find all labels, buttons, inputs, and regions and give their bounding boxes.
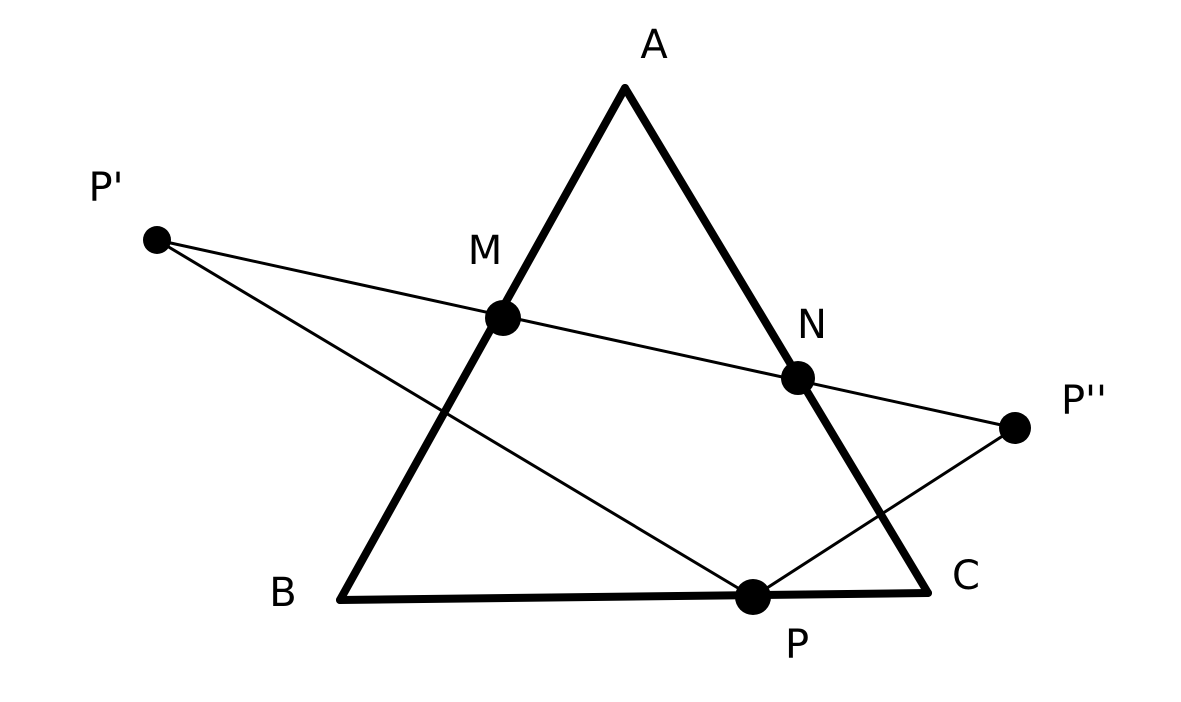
label-p-double-prime: P'' [1061,378,1107,424]
label-p: P [785,622,809,668]
triangle-side-ab [336,84,629,604]
label-c: C [952,553,980,599]
label-m: M [468,228,503,274]
point-marker-n[interactable] [781,361,815,395]
point-marker-p-double-prime[interactable] [999,412,1031,444]
points-group [143,226,1031,615]
triangle-sides-group [336,84,932,604]
label-p-prime: P' [88,165,123,211]
triangle-side-ac [621,84,932,597]
segment-pprime-p [155,238,755,599]
point-marker-m[interactable] [485,300,521,336]
point-marker-p[interactable] [735,579,771,615]
label-n: N [797,302,827,348]
label-b: B [269,570,296,616]
labels-group: A B C M N P P' P'' [88,22,1107,668]
triangle-side-bc [336,589,932,604]
point-marker-p-prime[interactable] [143,226,171,254]
label-a: A [640,22,668,68]
line-pprime-pdoubleprime [155,238,1017,430]
